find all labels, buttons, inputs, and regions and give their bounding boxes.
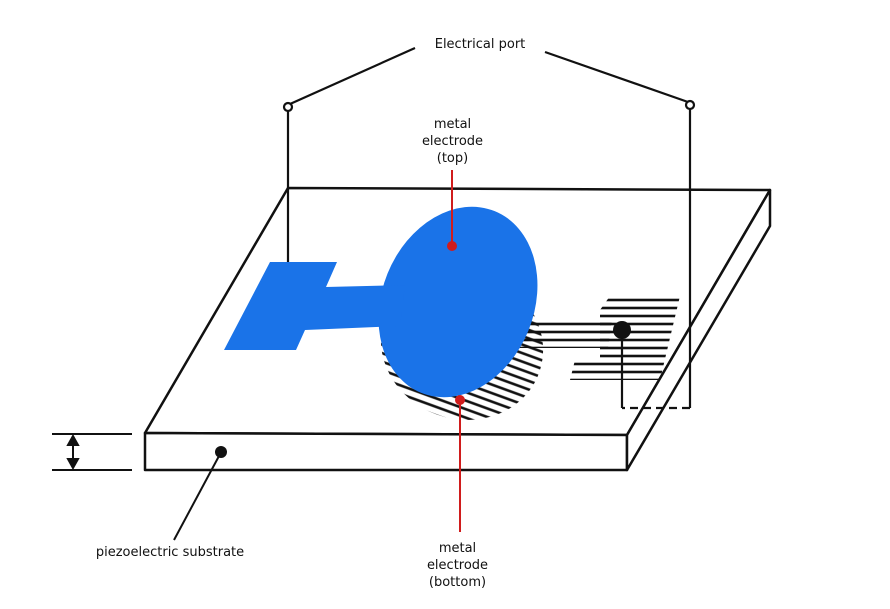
bottom-electrode-contact-dot <box>613 321 631 339</box>
label-line: (bottom) <box>428 575 487 590</box>
bottom-electrode-label: metal electrode (bottom) <box>410 540 505 591</box>
label-line: (top) <box>436 151 469 166</box>
label-line: electrode <box>426 558 489 573</box>
label-line: electrode <box>421 134 484 149</box>
substrate-label: piezoelectric substrate <box>95 545 245 560</box>
electrode-leads <box>447 170 465 532</box>
top-electrode-label: metal electrode (top) <box>405 116 500 167</box>
substrate-dot <box>215 446 227 458</box>
label-line: metal <box>438 541 477 556</box>
label-line: metal <box>433 117 472 132</box>
electrical-port-label: Electrical port <box>434 37 526 52</box>
substrate-pointer <box>173 455 220 541</box>
thickness-arrow-icon <box>52 433 132 471</box>
metal-electrode-top <box>224 206 538 398</box>
